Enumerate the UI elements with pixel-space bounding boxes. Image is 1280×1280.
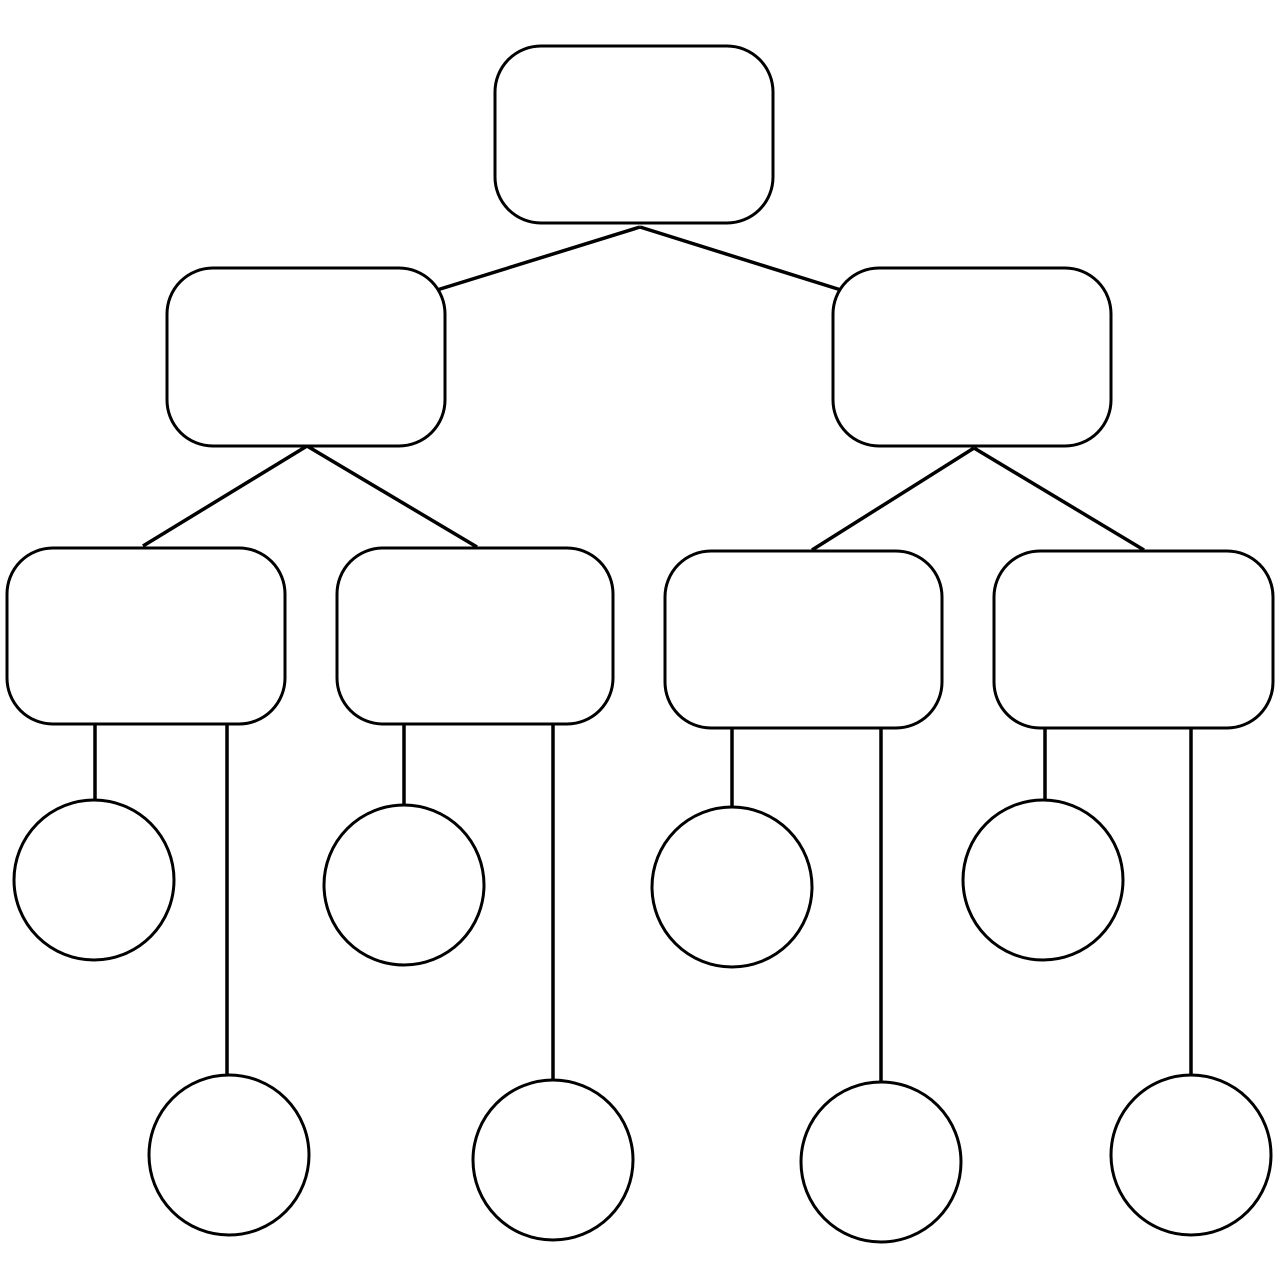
leaf-a1 <box>12 798 176 962</box>
edge-root-right <box>639 225 842 292</box>
leaf-a2 <box>147 1073 311 1237</box>
leaf-d1 <box>961 798 1125 962</box>
node-left <box>165 266 447 448</box>
leaf-c1 <box>650 805 814 969</box>
node-c <box>663 549 944 730</box>
leaf-c2 <box>799 1080 963 1244</box>
leaf-nodes <box>12 798 1273 1244</box>
rect-nodes <box>5 44 1275 730</box>
edge-right-d <box>973 446 1145 552</box>
leaf-b2 <box>471 1078 635 1242</box>
leaf-d2 <box>1109 1073 1273 1237</box>
edge-root-left <box>436 225 641 292</box>
node-b <box>335 546 615 726</box>
edges <box>93 225 1193 1083</box>
leaf-b1 <box>322 803 486 967</box>
edge-left-a <box>142 444 308 548</box>
node-right <box>831 266 1113 448</box>
node-root <box>493 44 775 225</box>
node-a <box>5 546 287 726</box>
edge-left-b <box>306 444 478 549</box>
edge-right-c <box>811 446 975 552</box>
node-d <box>992 549 1275 730</box>
